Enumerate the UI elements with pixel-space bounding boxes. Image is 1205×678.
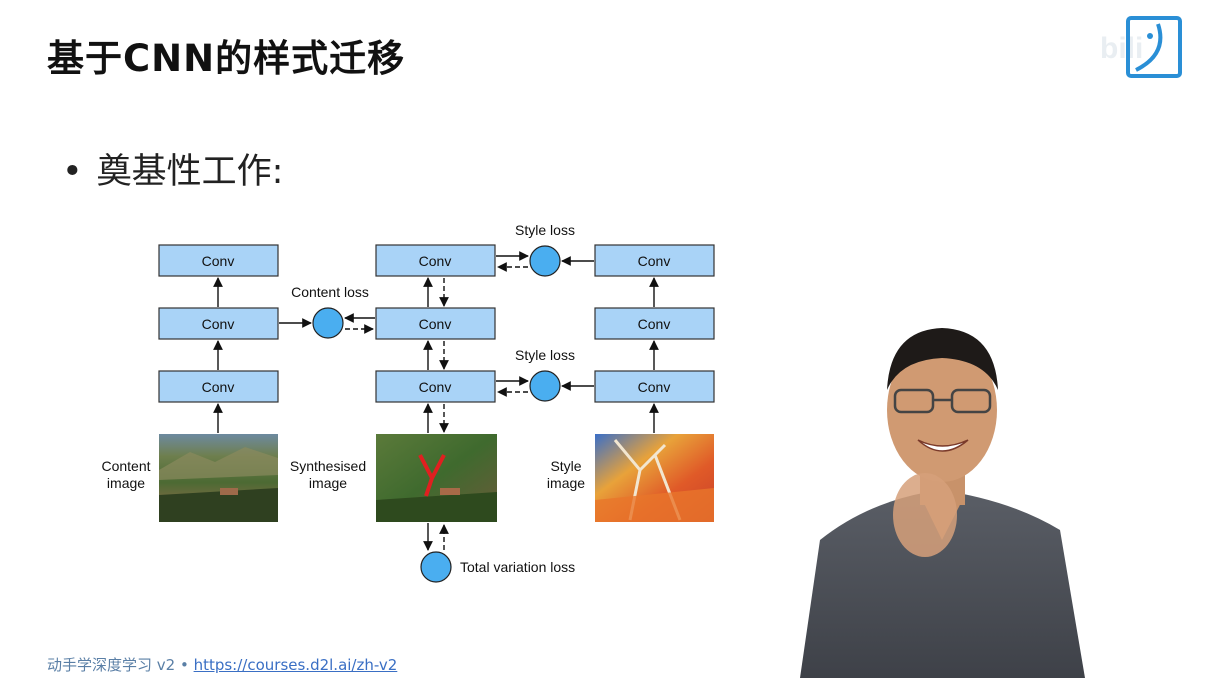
- conv-block-style-1: [594, 370, 715, 403]
- style-loss-label-top: Style loss: [515, 222, 575, 238]
- bullet-dot-icon: •: [62, 152, 83, 192]
- conv-label: Conv: [419, 253, 452, 269]
- conv-block-synth-3: [375, 244, 496, 277]
- style-image: [595, 434, 714, 522]
- conv-block-content-2: [158, 307, 279, 340]
- conv-blocks: [158, 244, 715, 403]
- conv-block-synth-1: [375, 370, 496, 403]
- conv-label: Conv: [419, 316, 452, 332]
- content-image-label-1: Content: [101, 458, 150, 474]
- tv-loss-label: Total variation loss: [460, 559, 575, 575]
- conv-block-style-3: [594, 244, 715, 277]
- style-loss-node-bottom: [529, 370, 561, 402]
- conv-label: Conv: [202, 316, 235, 332]
- loss-nodes: [312, 245, 561, 583]
- footer-course: 动手学深度学习 v2 •: [47, 656, 194, 674]
- d2l-logo-icon: bili: [1100, 16, 1182, 78]
- synth-image-label-1: Synthesised: [290, 458, 366, 474]
- conv-label: Conv: [419, 379, 452, 395]
- synthesised-image: [376, 434, 497, 522]
- synth-image-label-2: image: [309, 475, 347, 491]
- conv-block-content-3: [158, 244, 279, 277]
- content-loss-label: Content loss: [291, 284, 369, 300]
- slide-title: 基于CNN的样式迁移: [47, 37, 406, 80]
- style-image-label-2: image: [547, 475, 585, 491]
- conv-block-content-1: [158, 370, 279, 403]
- svg-text:bili: bili: [1100, 32, 1143, 65]
- conv-label: Conv: [638, 253, 671, 269]
- content-image-label-2: image: [107, 475, 145, 491]
- style-image-label-1: Style: [550, 458, 581, 474]
- conv-block-style-2: [594, 307, 715, 340]
- footer-url-link[interactable]: https://courses.d2l.ai/zh-v2: [193, 656, 398, 674]
- tv-loss-node: [420, 551, 452, 583]
- content-loss-node: [312, 307, 344, 339]
- bullet-item: • 奠基性工作:: [62, 143, 283, 194]
- content-image: [159, 434, 278, 522]
- footer: 动手学深度学习 v2 • https://courses.d2l.ai/zh-v…: [47, 654, 397, 675]
- conv-label: Conv: [202, 253, 235, 269]
- presenter-video: [800, 328, 1085, 678]
- conv-label: Conv: [202, 379, 235, 395]
- conv-block-synth-2: [375, 307, 496, 340]
- style-loss-node-top: [529, 245, 561, 277]
- bullet-text: 奠基性工作:: [96, 152, 284, 192]
- conv-label: Conv: [638, 316, 671, 332]
- conv-label: Conv: [638, 379, 671, 395]
- style-loss-label-bottom: Style loss: [515, 347, 575, 363]
